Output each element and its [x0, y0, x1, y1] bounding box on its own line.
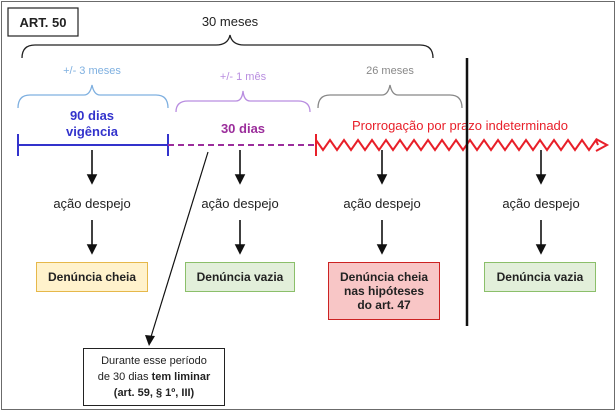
timeline-arrowhead	[595, 138, 610, 152]
first-period-brace	[17, 84, 169, 109]
arrows-row-2	[86, 220, 547, 255]
article-box	[7, 7, 79, 37]
timeline-prorrogacao	[315, 136, 599, 152]
outcome-denuncia-cheia: Denúncia cheia	[36, 262, 148, 292]
outcome-denuncia-vazia-1: Denúncia vazia	[185, 262, 295, 292]
outcome-denuncia-vazia-2: Denúncia vazia	[484, 262, 596, 292]
action-label-1: ação despejo	[53, 196, 130, 211]
third-period-brace	[317, 84, 463, 109]
second-period-brace	[175, 90, 311, 113]
article-label: ART. 50	[20, 15, 67, 30]
outcome-3-line-1: Denúncia cheia	[339, 270, 429, 284]
outcome-1-text: Denúncia cheia	[47, 270, 137, 284]
outcome-3-line-3: do art. 47	[357, 298, 411, 312]
third-period-label: Prorrogação por prazo indeterminado	[352, 118, 568, 133]
second-span-label: +/- 1 mês	[220, 71, 267, 83]
first-period-label-1: 90 dias	[70, 108, 114, 123]
second-period-label: 30 dias	[221, 121, 265, 136]
action-label-4: ação despejo	[502, 196, 579, 211]
first-period-label-2: vigência	[66, 124, 119, 139]
note-line-1: Durante esse período	[101, 355, 207, 367]
arrows-row-1	[86, 150, 547, 185]
first-span-label: +/- 3 meses	[63, 65, 121, 77]
note-pointer-head	[145, 335, 155, 346]
note-line-2-prefix: de 30 dias	[97, 371, 152, 383]
action-label-2: ação despejo	[201, 196, 278, 211]
top-brace	[21, 34, 434, 59]
third-span-label: 26 meses	[366, 65, 414, 77]
action-label-3: ação despejo	[343, 196, 420, 211]
note-pointer-line	[149, 151, 209, 341]
note-line-2-bold: tem liminar	[151, 371, 211, 383]
outcome-4-text: Denúncia vazia	[496, 270, 584, 284]
outcome-2-text: Denúncia vazia	[196, 270, 284, 284]
top-span-label: 30 meses	[202, 14, 259, 29]
liminar-note: Durante esse período de 30 dias tem limi…	[83, 348, 225, 406]
outcome-denuncia-cheia-art47: Denúncia cheia nas hipóteses do art. 47	[328, 262, 440, 320]
note-line-2: de 30 dias tem liminar	[86, 369, 222, 385]
note-line-3: (art. 59, § 1º, III)	[113, 387, 195, 399]
outcome-3-line-2: nas hipóteses	[343, 284, 425, 298]
